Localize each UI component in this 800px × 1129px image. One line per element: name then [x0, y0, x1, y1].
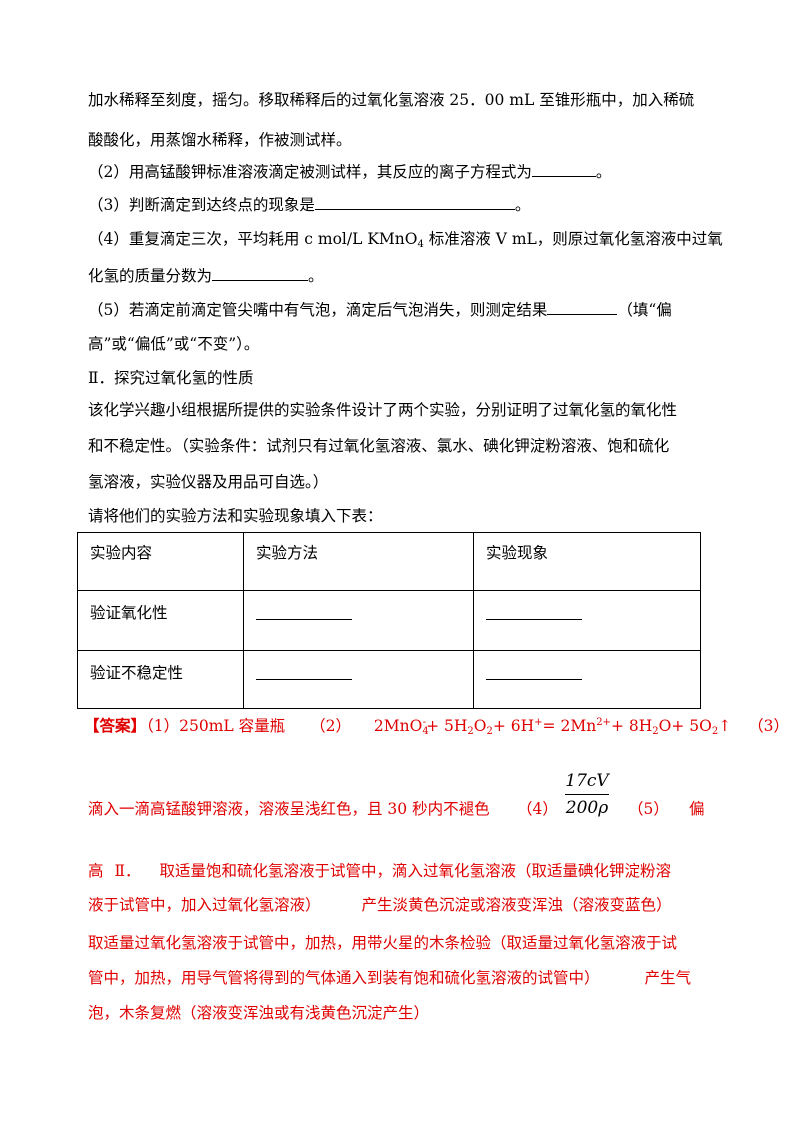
- answer-label: 【答案】: [84, 716, 147, 735]
- answer-3-label: （3）: [748, 717, 789, 735]
- question-text: （填“偏: [617, 301, 672, 319]
- subscript: 4: [417, 239, 424, 250]
- answer-4-fraction: 17cV 200ρ: [565, 770, 609, 819]
- punct: 。: [595, 163, 612, 181]
- table-row: 验证氧化性: [77, 590, 701, 651]
- answer-blank[interactable]: [486, 591, 582, 620]
- text-line: 请将他们的实验方法和实验现象填入下表：: [88, 507, 383, 525]
- punct: 。: [308, 267, 324, 285]
- question-text: （5）若滴定前滴定管尖嘴中有气泡，滴定后气泡消失，则测定结果: [88, 301, 548, 319]
- answer-blank[interactable]: [256, 651, 352, 680]
- answer-3: 滴入一滴高锰酸钾溶液，溶液呈浅红色，且 30 秒内不褪色: [88, 800, 490, 818]
- table-header: 实验方法: [243, 532, 474, 591]
- answer-blank[interactable]: [256, 591, 352, 620]
- question-4: （4）重复滴定三次，平均耗用 c mol/L KMnO4 标准溶液 V mL，则…: [88, 227, 723, 250]
- question-4-cont: 化氢的质量分数为 。: [88, 264, 324, 286]
- table-header: 实验现象: [473, 532, 701, 591]
- question-text: （2）用高锰酸钾标准溶液滴定被测试样，其反应的离子方程式为: [88, 163, 532, 181]
- question-2: （2）用高锰酸钾标准溶液滴定被测试样，其反应的离子方程式为 。: [88, 160, 611, 182]
- table-cell: [243, 650, 474, 709]
- text-line: 酸酸化，用蒸馏水稀释，作被测试样。: [88, 131, 352, 149]
- fraction-bar: [565, 794, 609, 795]
- answer-1: （1）250mL 容量瓶: [146, 717, 286, 735]
- text-line: 氢溶液，实验仪器及用品可自选。）: [88, 473, 329, 491]
- fraction-numerator: 17cV: [565, 771, 609, 791]
- answer-line-7: 泡，木条复燃（溶液变浑浊或有浅黄色沉淀产生）: [88, 1004, 430, 1022]
- question-text: （4）重复滴定三次，平均耗用 c mol/L KMnO: [88, 230, 418, 248]
- table-cell: 验证氧化性: [77, 590, 244, 651]
- answer-5-cont: 高: [88, 862, 104, 880]
- answer-blank[interactable]: [547, 300, 618, 315]
- answer-5-label: （5）: [628, 800, 669, 818]
- answer-observation: 产生淡黄色沉淀或溶液变浑浊（溶液变蓝色）: [361, 896, 672, 914]
- answer-2-label: （2）: [310, 717, 351, 735]
- answer-line-4: 液于试管中，加入过氧化氢溶液） 产生淡黄色沉淀或溶液变浑浊（溶液变蓝色）: [88, 893, 671, 915]
- answer-line-6: 管中，加热，用导气管将得到的气体通入到装有饱和硫化氢溶液的试管中） 产生气: [88, 966, 691, 988]
- answer-text: 管中，加热，用导气管将得到的气体通入到装有饱和硫化氢溶液的试管中）: [88, 969, 600, 987]
- punct: 。: [514, 196, 531, 214]
- section-heading: Ⅱ．探究过氧化氢的性质: [88, 369, 254, 387]
- answer-blank[interactable]: [486, 651, 582, 680]
- table-cell: [243, 590, 474, 651]
- answer-blank[interactable]: [212, 266, 309, 281]
- question-text: （3）判断滴定到达终点的现象是: [88, 196, 315, 214]
- answer-observation: 产生气: [644, 969, 691, 987]
- answer-2-equation: 2MnO4-+ 5H2O2+ 6H+= 2Mn2++ 8H2O+ 5O2↑: [373, 717, 732, 737]
- answer-line-2: 滴入一滴高锰酸钾溶液，溶液呈浅红色，且 30 秒内不褪色: [88, 797, 490, 819]
- question-3: （3）判断滴定到达终点的现象是 。: [88, 193, 530, 215]
- table-cell: 验证不稳定性: [77, 650, 244, 709]
- table-header-row: 实验内容 实验方法 实验现象: [77, 532, 701, 591]
- answer-4-label: （4）: [517, 800, 558, 818]
- answer-line-1: 【答案】（1）250mL 容量瓶 （2） 2MnO4-+ 5H2O2+ 6H+=…: [84, 714, 789, 737]
- experiment-table: 实验内容 实验方法 实验现象 验证氧化性 验证不稳定性: [77, 532, 701, 709]
- answer-blank[interactable]: [314, 195, 515, 210]
- answer-text: 液于试管中，加入过氧化氢溶液）: [88, 896, 321, 914]
- table-header: 实验内容: [77, 532, 244, 591]
- answer-5: 偏: [689, 800, 705, 818]
- question-text: 标准溶液 V mL，则原过氧化氢溶液中过氧: [423, 230, 723, 248]
- answer-text: 取适量饱和硫化氢溶液于试管中，滴入过氧化氢溶液（取适量碘化钾淀粉溶: [159, 862, 671, 880]
- text-line: 加水稀释至刻度，摇匀。移取稀释后的过氧化氢溶液 25．00 mL 至锥形瓶中，加…: [88, 91, 695, 109]
- answer-section-2-label: Ⅱ．: [114, 862, 141, 880]
- text-line: 和不稳定性。（实验条件：试剂只有过氧化氢溶液、氯水、碘化钾淀粉溶液、饱和硫化: [88, 437, 670, 455]
- fraction-denominator: 200ρ: [565, 798, 609, 818]
- question-text: 化氢的质量分数为: [88, 267, 213, 285]
- answer-blank[interactable]: [531, 162, 596, 177]
- answer-line-3: 高 Ⅱ． 取适量饱和硫化氢溶液于试管中，滴入过氧化氢溶液（取适量碘化钾淀粉溶: [88, 859, 671, 881]
- question-5: （5）若滴定前滴定管尖嘴中有气泡，滴定后气泡消失，则测定结果 （填“偏: [88, 298, 672, 320]
- text-line: 高”或“偏低”或“不变”）。: [88, 335, 260, 353]
- text-line: 该化学兴趣小组根据所提供的实验条件设计了两个实验，分别证明了过氧化氢的氧化性: [88, 401, 678, 419]
- table-row: 验证不稳定性: [77, 650, 701, 709]
- answer-line-5: 取适量过氧化氢溶液于试管中，加热，用带火星的木条检验（取适量过氧化氢溶液于试: [88, 934, 678, 952]
- table-cell: [473, 650, 701, 709]
- table-cell: [473, 590, 701, 651]
